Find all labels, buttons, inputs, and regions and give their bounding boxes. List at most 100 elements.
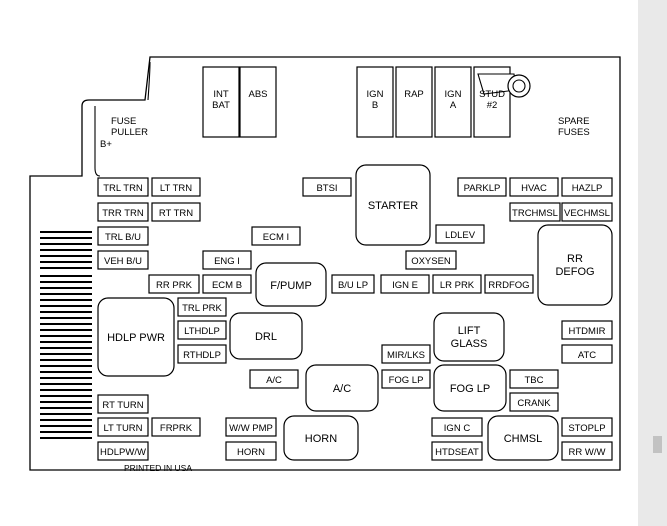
svg-text:LT TURN: LT TURN (103, 423, 142, 434)
fuse-hazlp: HAZLP (561, 177, 613, 197)
relay-ac: A/C (305, 364, 379, 412)
svg-text:LT TRN: LT TRN (160, 183, 192, 194)
left-stripes (40, 231, 92, 439)
svg-text:W/W PMP: W/W PMP (229, 423, 273, 434)
svg-text:RRDFOG: RRDFOG (488, 280, 529, 291)
svg-text:HAZLP: HAZLP (572, 183, 603, 194)
fuse-hvac: HVAC (509, 177, 559, 197)
spare-label: SPARE (558, 116, 590, 127)
fuse-htdseat: HTDSEAT (431, 441, 483, 461)
svg-text:LDLEV: LDLEV (445, 230, 476, 241)
fuse-ww-pmp: W/W PMP (225, 417, 277, 437)
b-plus-label: B+ (100, 139, 112, 150)
fuse-trchmsl: TRCHMSL (509, 202, 561, 222)
svg-text:HTDSEAT: HTDSEAT (435, 447, 479, 458)
relay-drl: DRL (229, 312, 303, 360)
fuse-rr-prk: RR PRK (148, 274, 200, 294)
fuse-tbc: TBC (509, 369, 559, 389)
svg-text:A/C: A/C (266, 375, 282, 386)
fuse-crank: CRANK (509, 392, 559, 412)
svg-text:HORN: HORN (305, 433, 337, 445)
fuse-rt-turn: RT TURN (97, 394, 149, 414)
svg-text:IGN E: IGN E (392, 280, 418, 291)
svg-text:FRPRK: FRPRK (160, 423, 193, 434)
relay-rap: RAP (395, 66, 433, 138)
relay-ign-b: IGN B (356, 66, 394, 138)
fuse-trl-prk: TRL PRK (177, 297, 227, 317)
relay-int-bat: INT BAT (202, 66, 240, 138)
fuse-lt-trn: LT TRN (151, 177, 201, 197)
svg-text:LTHDLP: LTHDLP (184, 326, 220, 337)
relay-fpump: F/PUMP (255, 262, 327, 307)
relay-horn: HORN (283, 415, 359, 461)
svg-text:INT: INT (213, 89, 229, 100)
relay-chmsl: CHMSL (487, 415, 559, 461)
fuse-rrdfog: RRDFOG (484, 274, 534, 294)
relay-hdlp-pwr: HDLP PWR (97, 297, 175, 377)
fuse-trl-bu: TRL B/U (97, 226, 149, 246)
svg-text:TRL TRN: TRL TRN (103, 183, 143, 194)
svg-text:MIR/LKS: MIR/LKS (387, 350, 425, 361)
printed-label: PRINTED IN USA (124, 463, 192, 473)
fuse-ecm-i: ECM I (251, 226, 301, 246)
svg-text:RR W/W: RR W/W (569, 447, 606, 458)
fuse-puller-outline (94, 61, 151, 177)
fuse-parklp: PARKLP (457, 177, 507, 197)
svg-text:GLASS: GLASS (451, 338, 488, 350)
fuse-oxysen: OXYSEN (405, 250, 457, 270)
fuse-ldlev: LDLEV (435, 224, 485, 244)
svg-text:STARTER: STARTER (368, 200, 418, 212)
svg-text:B/U LP: B/U LP (338, 280, 368, 291)
svg-text:F/PUMP: F/PUMP (270, 280, 312, 292)
relay-ign-a: IGN A (434, 66, 472, 138)
fuse-htdmir: HTDMIR (561, 320, 613, 340)
svg-text:ECM I: ECM I (263, 232, 289, 243)
scrollbar-thumb[interactable] (653, 436, 662, 453)
svg-text:HTDMIR: HTDMIR (569, 326, 606, 337)
fuse-stoplp: STOPLP (561, 417, 613, 437)
svg-text:RTHDLP: RTHDLP (183, 350, 221, 361)
svg-text:RT TURN: RT TURN (102, 400, 143, 411)
svg-text:IGN: IGN (445, 89, 462, 100)
svg-text:HVAC: HVAC (521, 183, 547, 194)
svg-text:BTSI: BTSI (316, 183, 337, 194)
svg-text:DEFOG: DEFOG (555, 266, 594, 278)
svg-text:LR PRK: LR PRK (440, 280, 475, 291)
fuse-rthdlp: RTHDLP (177, 344, 227, 364)
svg-text:LIFT: LIFT (458, 325, 481, 337)
svg-text:ABS: ABS (248, 89, 267, 100)
svg-text:ATC: ATC (578, 350, 596, 361)
svg-text:ECM B: ECM B (212, 280, 242, 291)
fuse-btsi: BTSI (302, 177, 352, 197)
fuse-trl-trn: TRL TRN (97, 177, 149, 197)
svg-text:TRR TRN: TRR TRN (102, 208, 144, 219)
fuse-ign-c: IGN C (431, 417, 483, 437)
fuse-mir-lks: MIR/LKS (381, 344, 431, 364)
svg-text:TRL PRK: TRL PRK (182, 303, 222, 314)
svg-text:RR PRK: RR PRK (156, 280, 193, 291)
svg-text:TBC: TBC (525, 375, 544, 386)
fuse-puller-label-2: PULLER (111, 127, 148, 138)
svg-text:#2: #2 (487, 100, 498, 111)
relay-lift-glass: LIFT GLASS (433, 312, 505, 362)
svg-text:A/C: A/C (333, 383, 351, 395)
svg-text:TRCHMSL: TRCHMSL (512, 208, 558, 219)
fuse-ign-e: IGN E (380, 274, 430, 294)
fuse-rr-ww: RR W/W (561, 441, 613, 461)
fuse-veh-bu: VEH B/U (97, 250, 149, 270)
svg-text:FOG LP: FOG LP (450, 383, 490, 395)
fuse-trr-trn: TRR TRN (97, 202, 149, 222)
svg-text:CHMSL: CHMSL (504, 433, 543, 445)
fuse-fog-lp-small: FOG LP (381, 369, 431, 389)
side-panel (638, 0, 667, 526)
svg-text:HORN: HORN (237, 447, 265, 458)
svg-text:A: A (450, 100, 457, 111)
svg-text:HDLP PWR: HDLP PWR (107, 332, 165, 344)
svg-text:TRL B/U: TRL B/U (105, 232, 141, 243)
fuse-lr-prk: LR PRK (432, 274, 482, 294)
fuse-block-outline (29, 56, 621, 471)
relay-fog-lp: FOG LP (433, 364, 507, 412)
fuse-lt-turn: LT TURN (97, 417, 149, 437)
fuse-frprk: FRPRK (151, 417, 201, 437)
